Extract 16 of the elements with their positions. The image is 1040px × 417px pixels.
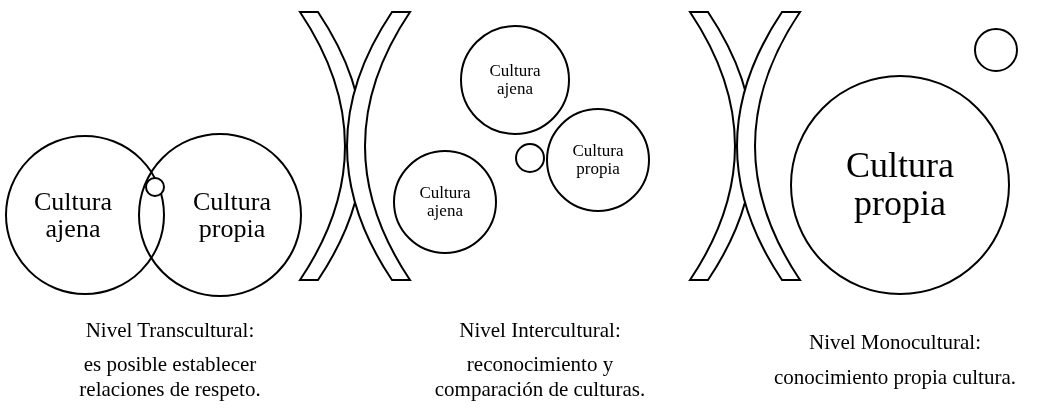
circle-label: Cultura ajena [33,187,113,243]
circle-label: Cultura propia [571,142,625,178]
culture-circle [138,133,302,297]
small-circle [515,143,545,173]
level-description: es posible establecer relaciones de respeto. [78,352,262,403]
level-title: Nivel Transcultural: [84,318,256,344]
level-title: Nivel Intercultural: [458,318,622,344]
circle-label: Cultura propia [845,147,955,223]
circle-label: Cultura ajena [488,62,542,98]
level-description: conocimiento propia cultura. [773,365,1017,391]
small-circle [145,177,165,197]
circle-label: Cultura ajena [418,184,472,220]
level-title: Nivel Monocultural: [807,330,983,356]
level-description: reconocimiento y comparación de culturas. [433,352,647,403]
small-circle [974,28,1018,72]
circle-label: Cultura propia [192,187,272,243]
